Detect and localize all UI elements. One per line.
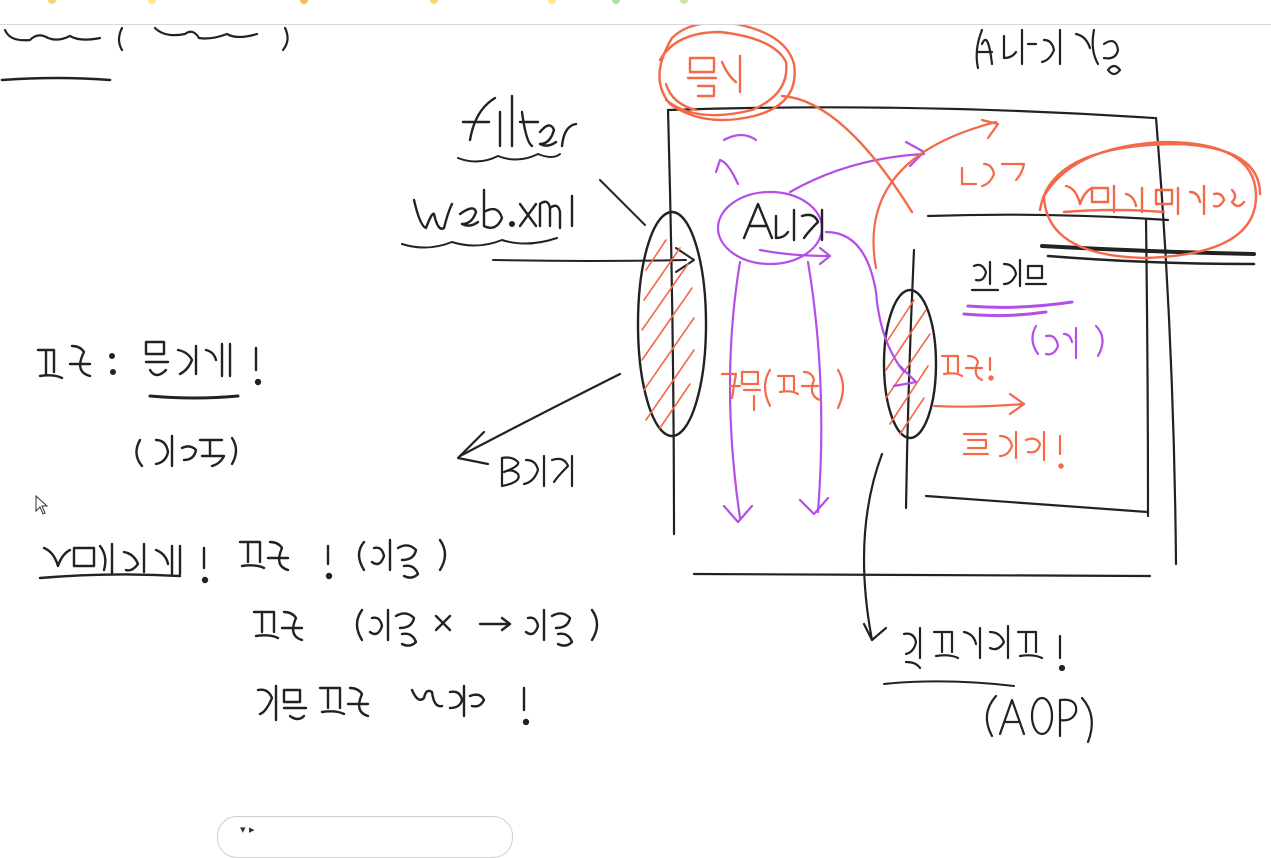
toolbar-dot [612,0,620,4]
toolbar-dot [148,0,156,4]
web-xml-label [401,188,574,249]
out-label [872,118,1026,270]
whiteboard-drawing[interactable] [0,25,1271,838]
interceptor-label [862,452,1093,744]
pointer-arrow-icon [35,495,49,515]
filter-label [457,94,578,163]
custom-filter-scribble [256,684,530,726]
a-server-box [666,28,1178,578]
spring-container-bubble [1038,140,1262,260]
top-toolbar-strip [0,0,1271,25]
filter-definition-scribble [36,340,262,468]
second-filter-ellipse [882,288,938,440]
filter-enter-label [932,354,1064,469]
b-server-label [456,372,622,488]
a-servlet-purple-ring [714,133,1104,524]
filter-use-scribble [252,608,599,647]
floating-toolbar[interactable]: ▾ ▸ [217,816,513,858]
a-servlet-label [742,202,824,242]
toolbar-dot [300,0,308,4]
toolbar-icon[interactable]: ▾ ▸ [240,823,255,836]
toolbar-dot [548,0,556,4]
heading-scribble-top-left [0,26,289,82]
toolbar-dot [48,0,56,4]
toolbar-dot [680,0,688,4]
order-filter-label [720,368,845,412]
webxml-arrows [492,179,695,273]
dispatcher-bubble [658,25,914,214]
toolbar-dot [430,0,438,4]
servlet-label [966,258,1074,309]
first-filter-ellipse [636,210,708,438]
spring-itself-scribble [38,538,447,584]
